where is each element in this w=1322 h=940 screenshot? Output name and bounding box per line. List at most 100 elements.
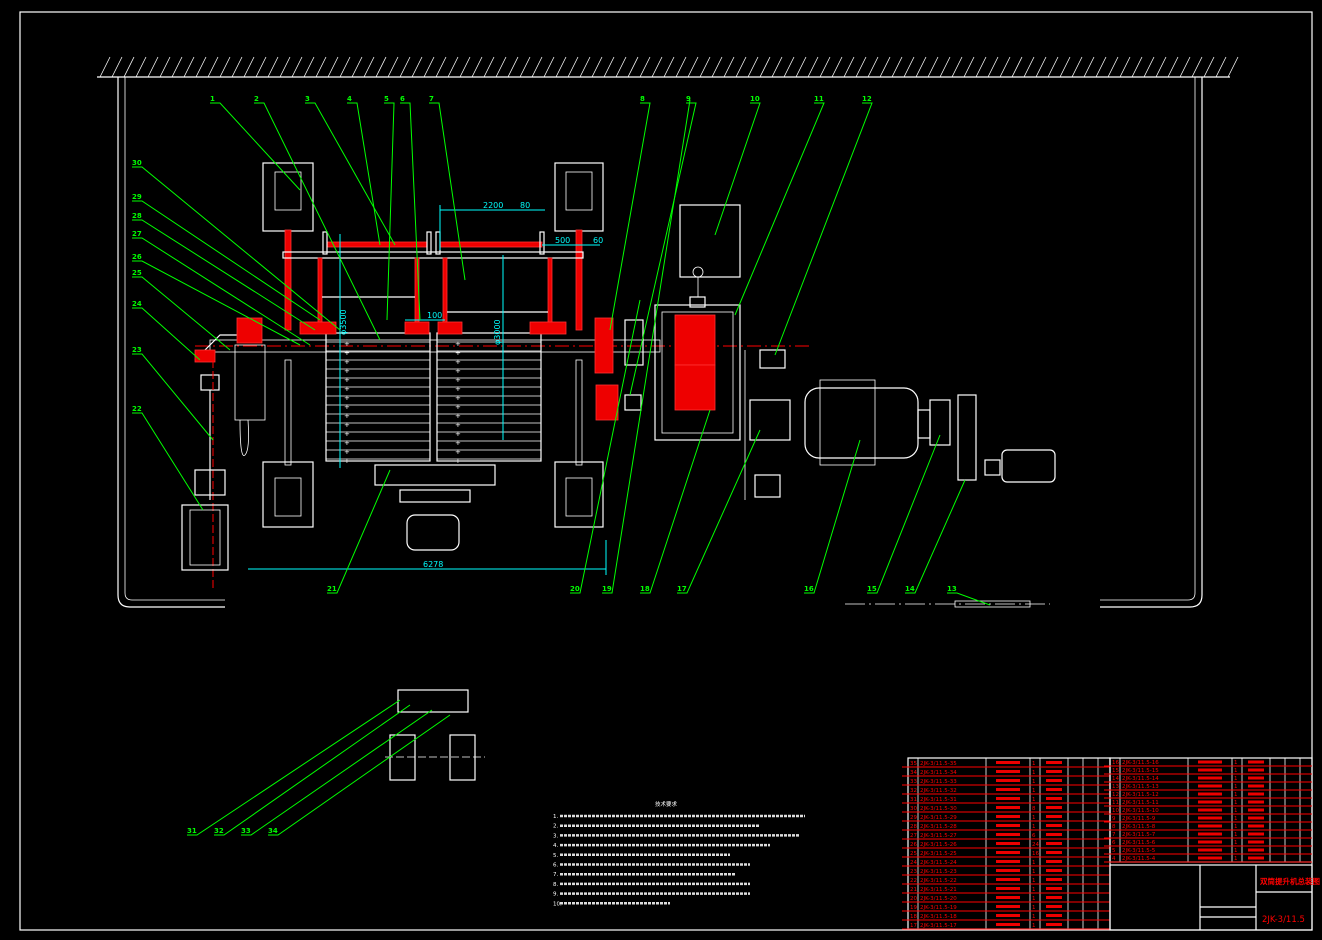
hatch-line: [555, 56, 567, 78]
hatch-line: [1083, 56, 1095, 78]
dimensions: 2200 80 500 60 100 φ3500 φ3000 6278: [248, 201, 607, 575]
hatch-line: [627, 56, 639, 78]
part-number-label: 19: [602, 585, 612, 593]
bom-item-code: 2JK-3/11.5-18: [920, 914, 957, 920]
hatch-line: [579, 56, 591, 78]
technical-notes: 技术要求 1.2.3.4.5.6.7.8.9.10.: [553, 800, 805, 907]
leader-line: [714, 102, 761, 236]
bom-item-qty: 1: [1032, 797, 1036, 803]
bom-item-code: 2JK-3/11.5-12: [1122, 792, 1159, 798]
bom-item-qty: 1: [1032, 878, 1036, 884]
bom-item-code: 2JK-3/11.5-13: [1122, 784, 1159, 790]
leader-line: [400, 102, 421, 321]
hatch-line: [663, 56, 675, 78]
hatch-line: [591, 56, 603, 78]
hatch-line: [543, 56, 555, 78]
hatch-line: [183, 56, 195, 78]
leader-line: [132, 412, 204, 511]
hatch-line: [771, 56, 783, 78]
bom-item-code: 2JK-3/11.5-21: [920, 887, 957, 893]
hatch-line: [639, 56, 651, 78]
rope-mark: +: [455, 358, 461, 366]
hatch-line: [423, 56, 435, 78]
hatch-line: [1227, 56, 1239, 78]
dim-drum-large: φ3500: [339, 309, 348, 335]
note-number: 9.: [553, 892, 558, 898]
hatch-line: [723, 56, 735, 78]
leader-line: [132, 260, 301, 346]
hatch-line: [219, 56, 231, 78]
note-number: 5.: [553, 853, 558, 859]
hatch-line: [1215, 56, 1227, 78]
bom-item-qty: 1: [1234, 776, 1238, 782]
bom-item-number: 10: [1112, 808, 1119, 814]
hatch-line: [531, 56, 543, 78]
hatch-line: [651, 56, 663, 78]
leader-line: [254, 102, 381, 341]
hatch-line: [495, 56, 507, 78]
hatch-line: [1203, 56, 1215, 78]
hatch-line: [327, 56, 339, 78]
rope-mark: +: [344, 394, 350, 402]
leader-line: [602, 99, 691, 594]
hatch-line: [207, 56, 219, 78]
rope-mark: +: [455, 412, 461, 420]
leader-line: [132, 353, 214, 441]
bom-item-code: 2JK-3/11.5-20: [920, 896, 957, 902]
part-number-label: 1: [210, 95, 215, 103]
bom-item-code: 2JK-3/11.5-24: [920, 860, 957, 866]
hatch-line: [123, 56, 135, 78]
hatch-line: [279, 56, 291, 78]
hatch-line: [1095, 56, 1107, 78]
bom-item-qty: 1: [1032, 869, 1036, 875]
hatch-line: [927, 56, 939, 78]
hatch-line: [807, 56, 819, 78]
main-motor: [744, 349, 1056, 500]
bom-item-code: 2JK-3/11.5-32: [920, 788, 957, 794]
bom-item-number: 4: [1112, 856, 1116, 862]
hatch-line: [567, 56, 579, 78]
bom-item-code: 2JK-3/11.5-33: [920, 779, 957, 785]
bom-item-qty: 1: [1234, 800, 1238, 806]
drawing-code: 2JK-3/11.5: [1262, 915, 1305, 925]
part-number-label: 13: [947, 585, 957, 593]
dim-right-offset: 500: [555, 236, 570, 245]
bom-item-number: 25: [910, 851, 917, 857]
dim-top-gap: 80: [520, 201, 530, 210]
bom-item-number: 6: [1112, 840, 1116, 846]
hatch-line: [99, 56, 111, 78]
hatch-line: [483, 56, 495, 78]
hatch-line: [879, 56, 891, 78]
hatch-line: [759, 56, 771, 78]
bom-item-code: 2JK-3/11.5-10: [1122, 808, 1159, 814]
bom-item-code: 2JK-3/11.5-14: [1122, 776, 1159, 782]
hatch-line: [855, 56, 867, 78]
bom-item-code: 2JK-3/11.5-29: [920, 815, 957, 821]
hatch-line: [747, 56, 759, 78]
bom-item-number: 8: [1112, 824, 1116, 830]
rope-mark: +: [455, 448, 461, 456]
hatch-line: [1155, 56, 1167, 78]
leader-line: [867, 434, 941, 594]
hatch-line: [1167, 56, 1179, 78]
hatch-line: [1119, 56, 1131, 78]
building-walls: [117, 77, 1203, 608]
hatch-line: [195, 56, 207, 78]
note-number: 1.: [553, 814, 558, 820]
rope-mark: +: [455, 439, 461, 447]
bom-item-qty: 1: [1032, 824, 1036, 830]
part-number-label: 30: [132, 159, 142, 167]
bom-item-number: 34: [910, 770, 917, 776]
bom-item-code: 2JK-3/11.5-23: [920, 869, 957, 875]
bom-item-qty: 1: [1234, 768, 1238, 774]
leader-line: [132, 276, 231, 351]
hatch-line: [831, 56, 843, 78]
bom-item-code: 2JK-3/11.5-5: [1122, 848, 1156, 854]
hatch-line: [915, 56, 927, 78]
bearing-pedestals: [262, 162, 604, 528]
bom-item-number: 28: [910, 824, 917, 830]
part-number-label: 15: [867, 585, 877, 593]
hatch-line: [315, 56, 327, 78]
bom-item-code: 2JK-3/11.5-6: [1122, 840, 1156, 846]
hatch-line: [783, 56, 795, 78]
